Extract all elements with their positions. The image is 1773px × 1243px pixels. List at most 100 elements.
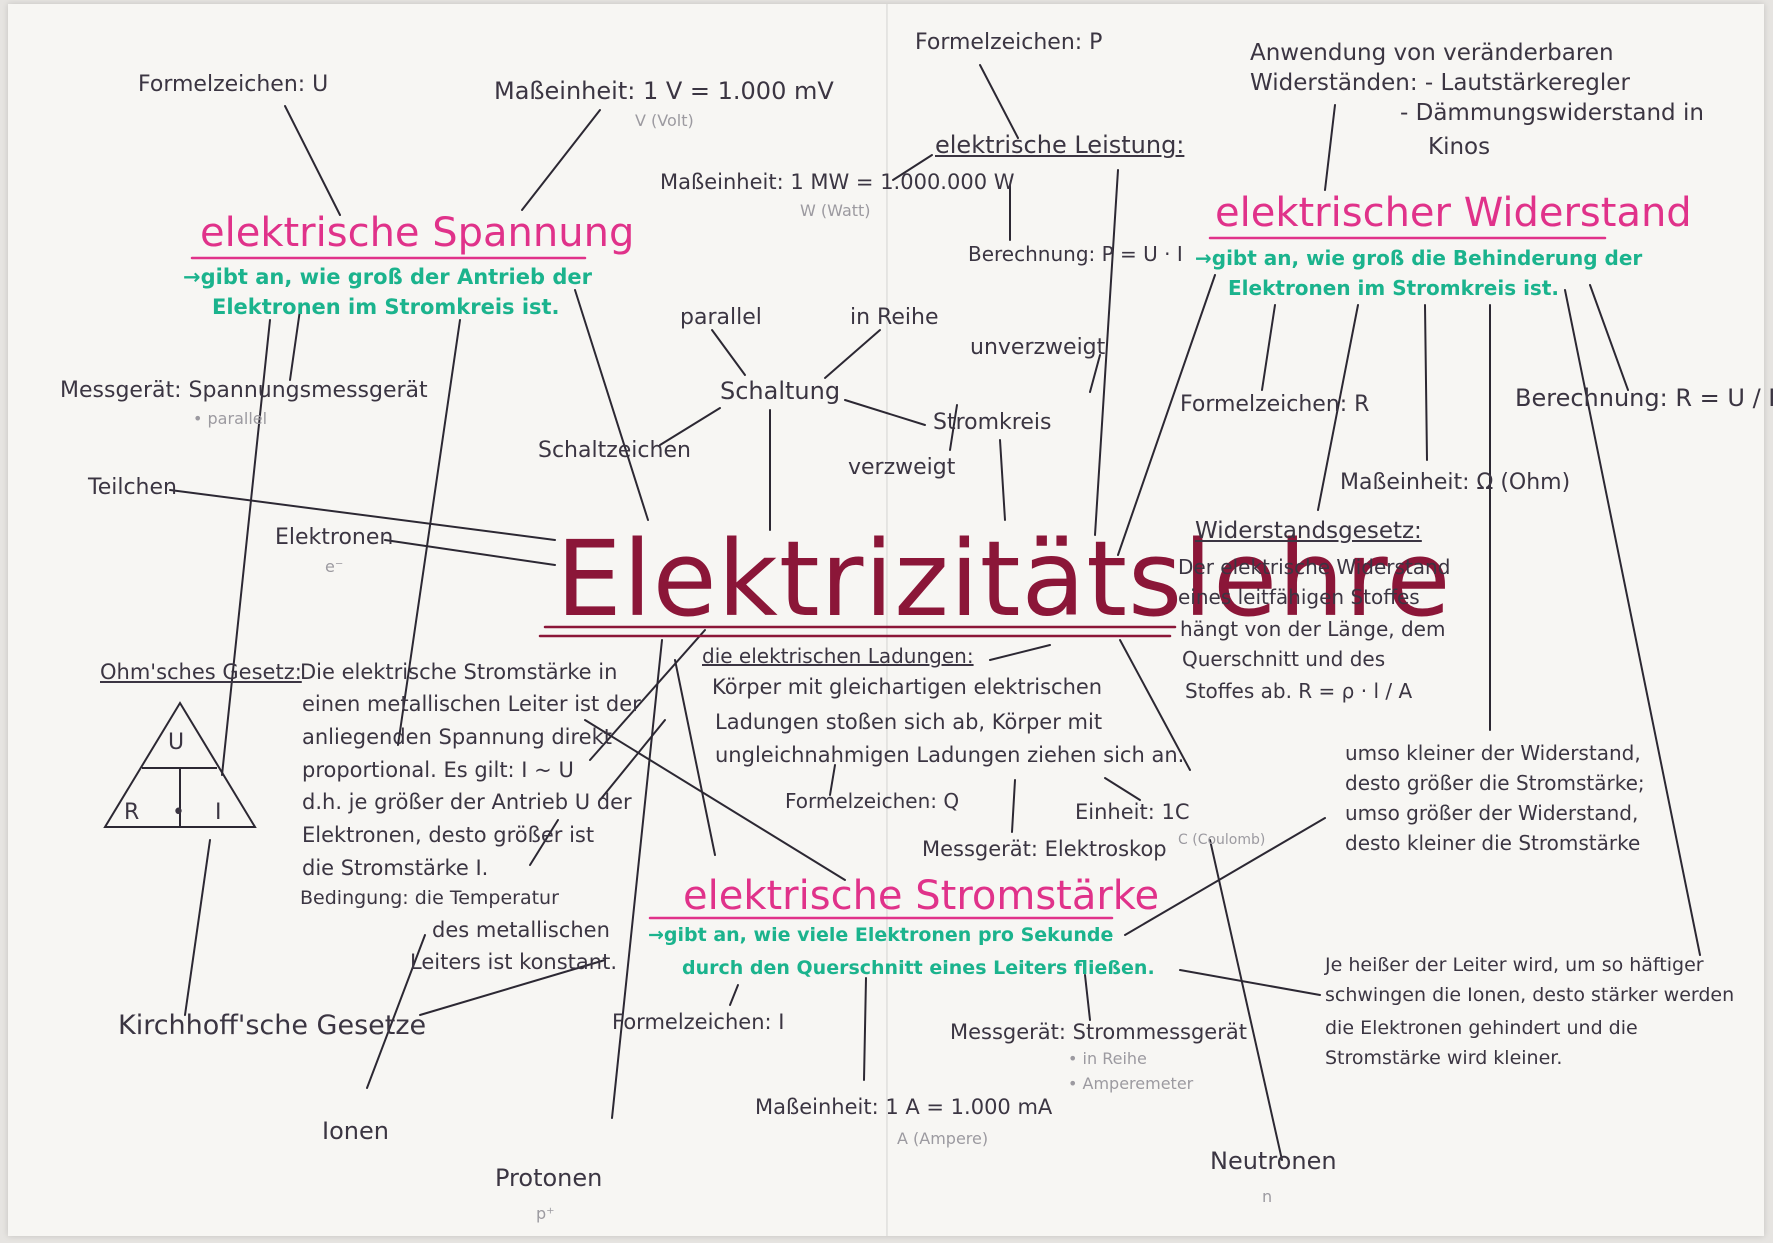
widerstand-heiss-2: schwingen die Ionen, desto stärker werde… bbox=[1325, 984, 1735, 1006]
ladungen-text-2: Ladungen stoßen sich ab, Körper mit bbox=[715, 710, 1103, 734]
teilchen-neutronen: Neutronen bbox=[1210, 1147, 1337, 1175]
line-main-ohm bbox=[599, 719, 666, 801]
ohm-text-2: einen metallischen Leiter ist der bbox=[302, 692, 641, 716]
line-strom-masseinheit bbox=[863, 977, 867, 1081]
line-umso-strom bbox=[1124, 817, 1326, 936]
line-widerstand-gesetz bbox=[1317, 304, 1359, 511]
line-ladungen-einheit bbox=[1104, 777, 1141, 801]
widerstand-gesetz-title: Widerstandsgesetz: bbox=[1195, 518, 1422, 544]
paper-fold bbox=[886, 4, 888, 1236]
ohm-bedingung-1: Bedingung: die Temperatur bbox=[300, 887, 559, 909]
spannung-desc-2: Elektronen im Stromkreis ist. bbox=[212, 295, 560, 319]
stromstaerke-messgeraet: Messgerät: Strommessgerät bbox=[950, 1020, 1247, 1044]
widerstand-gesetz-3: hängt von der Länge, dem bbox=[1180, 617, 1446, 641]
line-ohm-strom bbox=[584, 719, 846, 881]
line-spannung-masseinheit bbox=[521, 109, 601, 211]
widerstand-desc-2: Elektronen im Stromkreis ist. bbox=[1228, 276, 1559, 300]
teilchen-neutronen-symbol: n bbox=[1262, 1187, 1273, 1206]
line-ladungen-messgeraet bbox=[1011, 779, 1016, 833]
ohm-text-7: die Stromstärke I. bbox=[302, 856, 489, 880]
teilchen-protonen: Protonen bbox=[495, 1164, 603, 1192]
widerstand-gesetz-4: Querschnitt und des bbox=[1182, 647, 1386, 671]
line-ionen bbox=[366, 934, 426, 1089]
line-widerstand-berechnung bbox=[1589, 284, 1629, 391]
line-teilchen-main bbox=[169, 489, 556, 541]
schaltung-stromkreis: Stromkreis bbox=[933, 410, 1052, 435]
line-widerstand-heiss bbox=[1564, 289, 1701, 956]
widerstand-anwendung-3: - Dämmungswiderstand in bbox=[1400, 100, 1704, 126]
ohm-triangle-r: R bbox=[124, 800, 140, 825]
line-schaltung-stromkreis bbox=[844, 399, 926, 426]
widerstand-umso-4: desto kleiner die Stromstärke bbox=[1345, 831, 1641, 855]
ohm-bedingung-2: des metallischen bbox=[432, 918, 610, 942]
widerstand-umso-3: umso größer der Widerstand, bbox=[1345, 801, 1639, 825]
line-ladungen-formelzeichen bbox=[829, 764, 836, 796]
line-parallel-schaltung bbox=[711, 329, 746, 376]
ohm-text-6: Elektronen, desto größer ist bbox=[302, 823, 595, 847]
line-spannung-kirchhoff bbox=[221, 319, 271, 776]
widerstand-berechnung: Berechnung: R = U / I bbox=[1515, 384, 1773, 412]
stromstaerke-einheit-name: A (Ampere) bbox=[897, 1129, 989, 1148]
widerstand-heading: elektrischer Widerstand bbox=[1215, 190, 1692, 236]
stromstaerke-messgeraet-note-2: • Amperemeter bbox=[1068, 1074, 1194, 1093]
line-main-einheit bbox=[1119, 639, 1191, 771]
stromstaerke-formelzeichen: Formelzeichen: I bbox=[612, 1010, 785, 1034]
ladungen-text-1: Körper mit gleichartigen elektrischen bbox=[712, 675, 1103, 699]
line-spannung-ohm bbox=[397, 319, 461, 746]
line-spannung-messgeraet bbox=[289, 309, 301, 381]
line-spannung-title bbox=[574, 289, 649, 521]
line-ionen-main bbox=[589, 629, 706, 761]
kirchhoff-label: Kirchhoff'sche Gesetze bbox=[118, 1010, 427, 1041]
line-ohm-bedingung bbox=[529, 819, 559, 866]
widerstand-anwendung-4: Kinos bbox=[1428, 134, 1491, 160]
paper-sheet bbox=[8, 4, 1764, 1236]
stromstaerke-messgeraet-note-1: • in Reihe bbox=[1068, 1049, 1147, 1068]
ladungen-title: die elektrischen Ladungen: bbox=[702, 644, 974, 668]
line-spannung-formelzeichen bbox=[284, 105, 341, 216]
widerstand-gesetz-2: eines leitfähigen Stoffes bbox=[1178, 585, 1420, 609]
line-stromkreis-verzweigt bbox=[949, 404, 958, 451]
line-ladungen-main bbox=[989, 644, 1051, 661]
widerstand-formelzeichen: Formelzeichen: R bbox=[1180, 392, 1370, 417]
stromstaerke-desc-1: →gibt an, wie viele Elektronen pro Sekun… bbox=[648, 924, 1114, 946]
ohm-triangle-u: U bbox=[168, 730, 185, 755]
line-elektronen-teilchen bbox=[384, 539, 556, 566]
ohm-text-5: d.h. je größer der Antrieb U der bbox=[302, 790, 632, 814]
ohm-text-4: proportional. Es gilt: I ~ U bbox=[302, 758, 574, 782]
schaltung-label: Schaltung bbox=[720, 377, 841, 405]
line-stromkreis-main bbox=[999, 439, 1006, 521]
ladungen-einheit: Einheit: 1C bbox=[1075, 800, 1190, 824]
line-neutronen-main bbox=[1209, 839, 1283, 1161]
schaltung-in-reihe: in Reihe bbox=[850, 305, 939, 330]
line-leistung-main bbox=[1094, 169, 1119, 536]
line-kirchhoff-strom bbox=[419, 959, 606, 1016]
widerstand-anwendung-1: Anwendung von veränderbaren bbox=[1250, 40, 1614, 66]
spannung-formelzeichen: Formelzeichen: U bbox=[138, 72, 329, 97]
line-widerstand-masseinheit bbox=[1424, 304, 1428, 461]
stromstaerke-masseinheit: Maßeinheit: 1 A = 1.000 mA bbox=[755, 1095, 1053, 1119]
ohm-text-1: Die elektrische Stromstärke in bbox=[300, 660, 618, 684]
leistung-berechnung: Berechnung: P = U · I bbox=[968, 242, 1183, 266]
widerstand-desc-1: →gibt an, wie groß die Behinderung der bbox=[1195, 246, 1643, 270]
line-strom-formelzeichen bbox=[729, 984, 739, 1006]
leistung-formelzeichen: Formelzeichen: P bbox=[915, 30, 1103, 55]
teilchen-label: Teilchen bbox=[88, 475, 177, 500]
line-schaltung-schaltzeichen bbox=[659, 407, 721, 446]
ohm-bedingung-3: Leiters ist konstant. bbox=[410, 950, 618, 974]
widerstand-gesetz-1: Der elektrische Widerstand bbox=[1178, 555, 1451, 579]
line-protonen-main bbox=[611, 639, 663, 1119]
teilchen-elektronen-symbol: e⁻ bbox=[325, 557, 344, 576]
widerstand-anwendung-2: Widerständen: - Lautstärkeregler bbox=[1250, 70, 1630, 96]
schaltung-parallel: parallel bbox=[680, 305, 762, 330]
line-unverzweigt-stromkreis bbox=[1089, 354, 1101, 393]
ohm-triangle-i: I bbox=[215, 800, 222, 825]
line-widerstand-anwendung bbox=[1324, 104, 1336, 191]
teilchen-elektronen: Elektronen bbox=[275, 525, 394, 550]
spannung-einheit-name: V (Volt) bbox=[635, 111, 694, 130]
ladungen-einheit-name: C (Coulomb) bbox=[1178, 832, 1266, 848]
line-leistung-formelzeichen bbox=[979, 64, 1019, 139]
line-strom-messgeraet bbox=[1084, 974, 1091, 1021]
spannung-masseinheit: Maßeinheit: 1 V = 1.000 mV bbox=[494, 77, 834, 105]
line-heiss-strom bbox=[1179, 969, 1321, 996]
